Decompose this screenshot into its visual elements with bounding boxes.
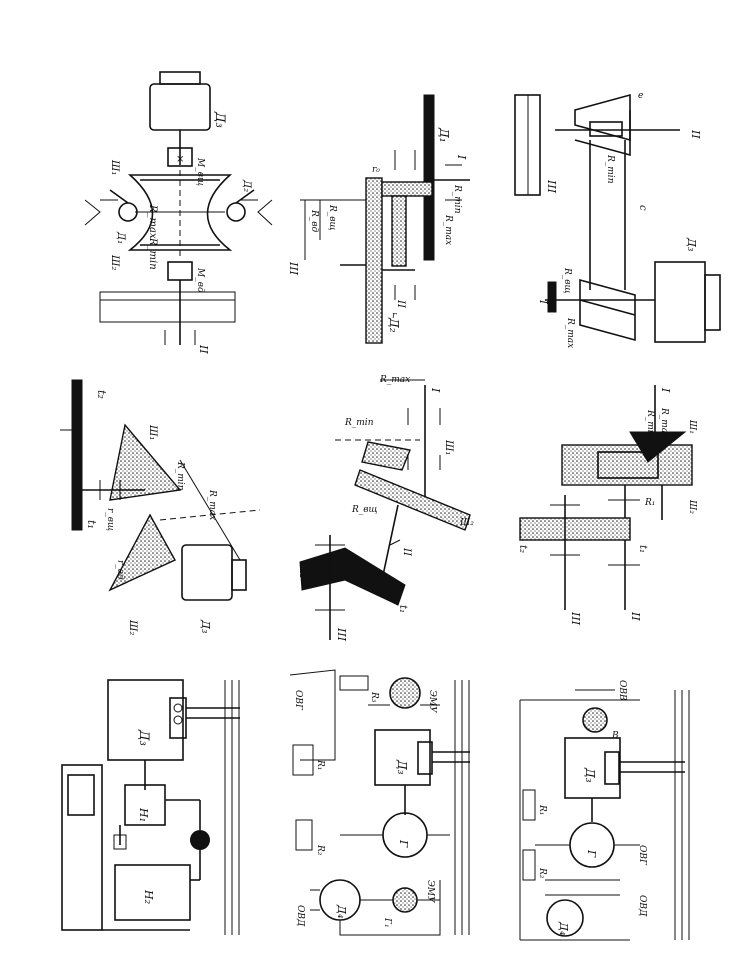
label-ovg: ОВГ [293, 690, 303, 711]
label-emu-bottom: ЭМУ [425, 880, 435, 904]
label-rvd: r_вд [115, 560, 125, 580]
label-rmax: R_max [147, 204, 158, 239]
label-shaft-I: I [537, 299, 548, 305]
panel-inclined-disk-drive: I R_max R_min Ш₁ II R_вщ t₂ t₁ III Ш₂ [297, 375, 474, 642]
label-shaft-I: I [659, 387, 672, 393]
label-e: e [638, 91, 643, 101]
svg-text:×: × [176, 154, 184, 165]
label-gen-g: Г [397, 839, 410, 848]
label-r3: R₃ [369, 691, 379, 703]
label-sh1: Ш₁ [109, 159, 120, 175]
label-rvsh: R_вщ [327, 204, 337, 231]
label-rmin: R_min [175, 461, 185, 491]
label-r1: R₁ [644, 498, 655, 508]
label-shaft-III: III [335, 627, 348, 642]
label-sh2: Ш₂ [109, 254, 120, 270]
label-rvsh: R_вщ [351, 505, 378, 515]
label-rmax: R_max [659, 407, 669, 438]
label-shaft-II: II [395, 299, 406, 309]
label-d2: Д₂ [241, 179, 252, 192]
label-rmax: R_max [207, 489, 217, 520]
label-motor-d3: Д₃ [583, 767, 597, 783]
label-pump-n1: Н₁ [137, 807, 150, 822]
label-mvsh: M_вщ [195, 157, 205, 186]
label-ovd: ОВД [295, 905, 305, 927]
label-motor-d3: Д₃ [199, 619, 212, 633]
panel-v-belt-variator: III II c R_min Д₃ I R_max e R_вщ [514, 91, 721, 348]
label-sh1: Ш₁ [147, 424, 158, 440]
label-t1: t₁ [397, 605, 408, 613]
label-rvsh: R_вщ [562, 267, 572, 294]
label-rmin: R_min [605, 154, 615, 184]
label-rmin: R_min [452, 184, 462, 214]
label-ovg: ОВГ [637, 845, 647, 866]
label-sh1: Ш₁ [687, 419, 697, 434]
panel-disk-friction-drive: Д₁ Д₂ III I II R_min R_max R_вщ R_вд r r… [287, 94, 470, 344]
label-r0: r₀ [372, 165, 380, 175]
label-sh2: Ш₂ [127, 619, 138, 635]
label-motor-d3: Д₃ [395, 759, 409, 775]
label-motor-d3: Д₃ [685, 237, 698, 251]
label-ovd: ОВД [637, 895, 647, 917]
label-d1: Д₁ [115, 231, 126, 244]
panel-toroidal-variator: Д₃ × R_max R_min Ш₁ Ш₂ Д₁ Д₂ M_вщ M_вд I… [84, 71, 273, 354]
panel-cone-drive: t₂ t₁ Д₃ Ш₁ Ш₂ R_max R_min r_вщ r_вд [60, 379, 261, 635]
label-rmax: R_max [565, 317, 575, 348]
label-shaft-III: III [287, 261, 300, 276]
label-shaft-II: II [629, 611, 642, 621]
label-rmax: R_max [443, 214, 453, 245]
label-motor-d4: Д₄ [335, 904, 348, 918]
label-r2: R₂ [315, 844, 325, 856]
label-mvd: M_вд [195, 267, 205, 293]
label-motor-n2: Н₂ [142, 889, 155, 904]
label-shaft-II: II [689, 129, 702, 139]
panel-electric-drive-generator: ОВВ В Д₃ R₁ Г R₂ ОВГ ОВД Д₄ [519, 680, 690, 941]
label-r: r [392, 311, 397, 321]
label-t1: t₁ [85, 520, 98, 529]
label-motor-d3: Д₃ [136, 729, 151, 746]
label-gen-g1: Г₁ [382, 917, 392, 928]
label-d2: Д₂ [387, 317, 401, 333]
label-sh1: Ш₁ [443, 439, 454, 455]
label-emu-top: ЭМУ [427, 690, 437, 714]
label-belt-c: c [637, 205, 648, 211]
label-rmin: R_min [344, 418, 374, 428]
label-rmax: R_max [379, 375, 410, 385]
label-t1: t₁ [637, 545, 648, 553]
label-sh2: Ш₂ [459, 518, 474, 528]
label-exciter-v: В [611, 731, 619, 741]
panel-cone-cup-drive: I R_min R_max Ш₁ Ш₂ R₁ t₂ t₁ III II [517, 385, 697, 626]
label-ovv: ОВВ [617, 680, 627, 701]
label-rmin: R_min [147, 237, 158, 270]
label-shaft-II: II [401, 547, 412, 557]
label-shaft-III: III [569, 611, 582, 626]
label-rmin: R_min [645, 409, 655, 439]
label-gen-g: Г [585, 849, 598, 858]
panel-hydraulic-drive: Д₃ Н₁ Н₂ [61, 679, 240, 935]
label-d1: Д₁ [437, 127, 451, 143]
label-shaft-II: II [197, 344, 210, 354]
label-t2: t₂ [297, 570, 308, 578]
label-shaft-I: I [455, 154, 468, 160]
label-t2: t₂ [95, 390, 108, 399]
label-rvsh: r_вщ [105, 508, 115, 531]
label-shaft-III: III [545, 179, 558, 194]
label-r1: R₁ [315, 759, 325, 770]
panel-electric-drive-emu: ОВГ R₃ ЭМУ R₁ Д₃ Г R₂ Д₄ ОВД Г₁ ЭМУ [289, 669, 470, 936]
label-sh2: Ш₂ [687, 499, 697, 514]
label-t2: t₂ [517, 545, 528, 553]
label-shaft-I: I [429, 387, 442, 393]
label-motor-d3: Д₃ [212, 111, 227, 128]
label-rvd: R_вд [309, 209, 319, 233]
label-motor-d4: Д₄ [557, 921, 570, 935]
label-r1: R₁ [537, 804, 547, 815]
label-r2: R₂ [537, 867, 547, 879]
